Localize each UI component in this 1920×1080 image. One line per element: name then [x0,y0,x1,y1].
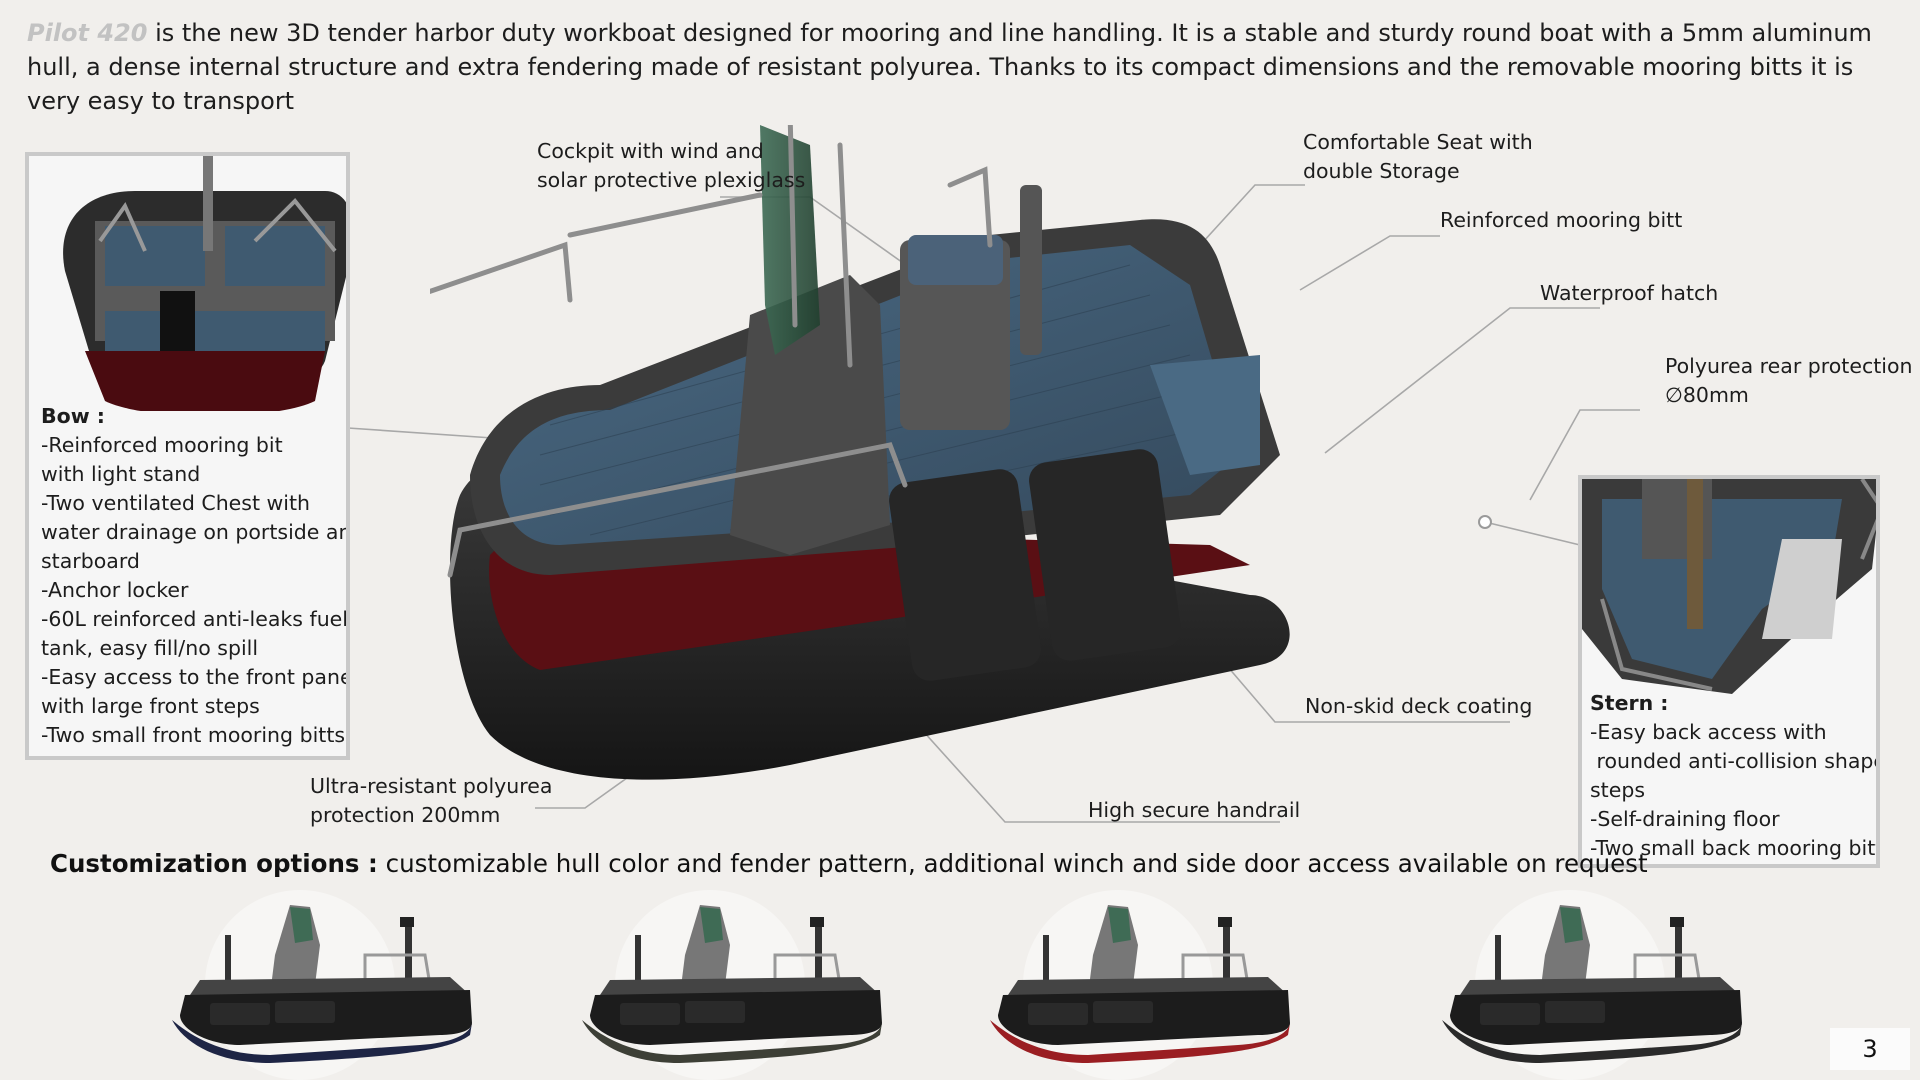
bow-line: water drainage on portside and [41,520,350,544]
variant-boat [1442,890,1742,1080]
bow-line: tank, easy fill/no spill [41,636,259,660]
stern-line: -Easy back access with [1590,720,1827,744]
customization-options: Customization options : customizable hul… [50,849,1648,878]
callout-handrail-line1: High secure handrail [1088,798,1301,822]
stern-illustration [1582,479,1876,699]
leader-hatch [1324,307,1600,454]
customization-text: customizable hull color and fender patte… [377,849,1648,878]
callout-hatch: Waterproof hatch [1540,279,1718,308]
callout-cockpit: Cockpit with wind and solar protective p… [537,137,805,195]
bow-inset: Bow : -Reinforced mooring bit with light… [25,152,350,760]
stern-line: rounded anti-collision shaped [1590,749,1880,773]
callout-mooring-bitt: Reinforced mooring bitt [1440,206,1682,235]
mooring-bitt-post [1020,185,1042,355]
bow-line: -Anchor locker [41,578,189,602]
seat [900,240,1010,430]
windshield [760,125,820,355]
bow-line: -Two ventilated Chest with [41,491,311,515]
intro-text: is the new 3D tender harbor duty workboa… [27,19,1872,115]
bow-illustration [63,156,346,411]
side-fenders [889,449,1181,681]
callout-seat-line2: double Storage [1303,159,1460,183]
callout-cockpit-line2: solar protective plexiglass [537,168,806,192]
bow-line: with light stand [41,462,201,486]
callout-deck-line1: Non-skid deck coating [1305,694,1533,718]
stern-line: -Self-draining floor [1590,807,1780,831]
customization-label: Customization options : [50,849,378,878]
stern-line: -Two small back mooring bitts [1590,836,1880,860]
callout-seat: Comfortable Seat with double Storage [1303,128,1533,186]
callout-seat-line1: Comfortable Seat with [1303,130,1533,154]
callout-handrail: High secure handrail [1088,796,1300,825]
callout-hull-protection: Ultra-resistant polyurea protection 200m… [310,772,552,830]
bow-text: Bow : -Reinforced mooring bit with light… [41,402,350,750]
bow-title: Bow : [41,404,105,428]
callout-rear-protection: Polyurea rear protection ∅80mm [1665,352,1912,410]
intro-paragraph: Pilot 420 is the new 3D tender harbor du… [27,16,1897,118]
bow-line: with large front steps [41,694,260,718]
callout-cockpit-line1: Cockpit with wind and [537,139,764,163]
page-number: 3 [1830,1028,1910,1070]
bow-line: -60L reinforced anti-leaks fuel [41,607,348,631]
bow-line: starboard [41,549,140,573]
product-name: Pilot 420 [27,19,148,47]
bow-line: -Reinforced mooring bit [41,433,283,457]
handrails [430,125,993,578]
stern-inset: Stern : -Easy back access with rounded a… [1578,475,1880,868]
bow-line: -Easy access to the front panel [41,665,350,689]
callout-hull-line1: Ultra-resistant polyurea [310,774,553,798]
callout-deck: Non-skid deck coating [1305,692,1532,721]
leader-stern [1484,521,1581,546]
rear-step [1150,355,1260,475]
bow-line: -Two small front mooring bitts [41,723,346,747]
callout-mooring-bitt-line1: Reinforced mooring bitt [1440,208,1683,232]
callout-hull-line2: protection 200mm [310,803,501,827]
main-boat-illustration [430,125,1290,780]
variant-boat [172,890,472,1080]
leader-rear [1529,409,1640,501]
leader-mooring-bitt [1299,235,1440,291]
stern-title: Stern : [1590,691,1669,715]
leader-stern-dot [1478,515,1492,529]
seat-cushion [908,235,1003,285]
callout-hatch-line1: Waterproof hatch [1540,281,1719,305]
callout-rear-line1: Polyurea rear protection [1665,354,1913,378]
callout-rear-line2: ∅80mm [1665,383,1749,407]
stern-text: Stern : -Easy back access with rounded a… [1590,689,1880,863]
variant-boat [582,890,882,1080]
variant-boat [990,890,1290,1080]
stern-line: steps [1590,778,1646,802]
